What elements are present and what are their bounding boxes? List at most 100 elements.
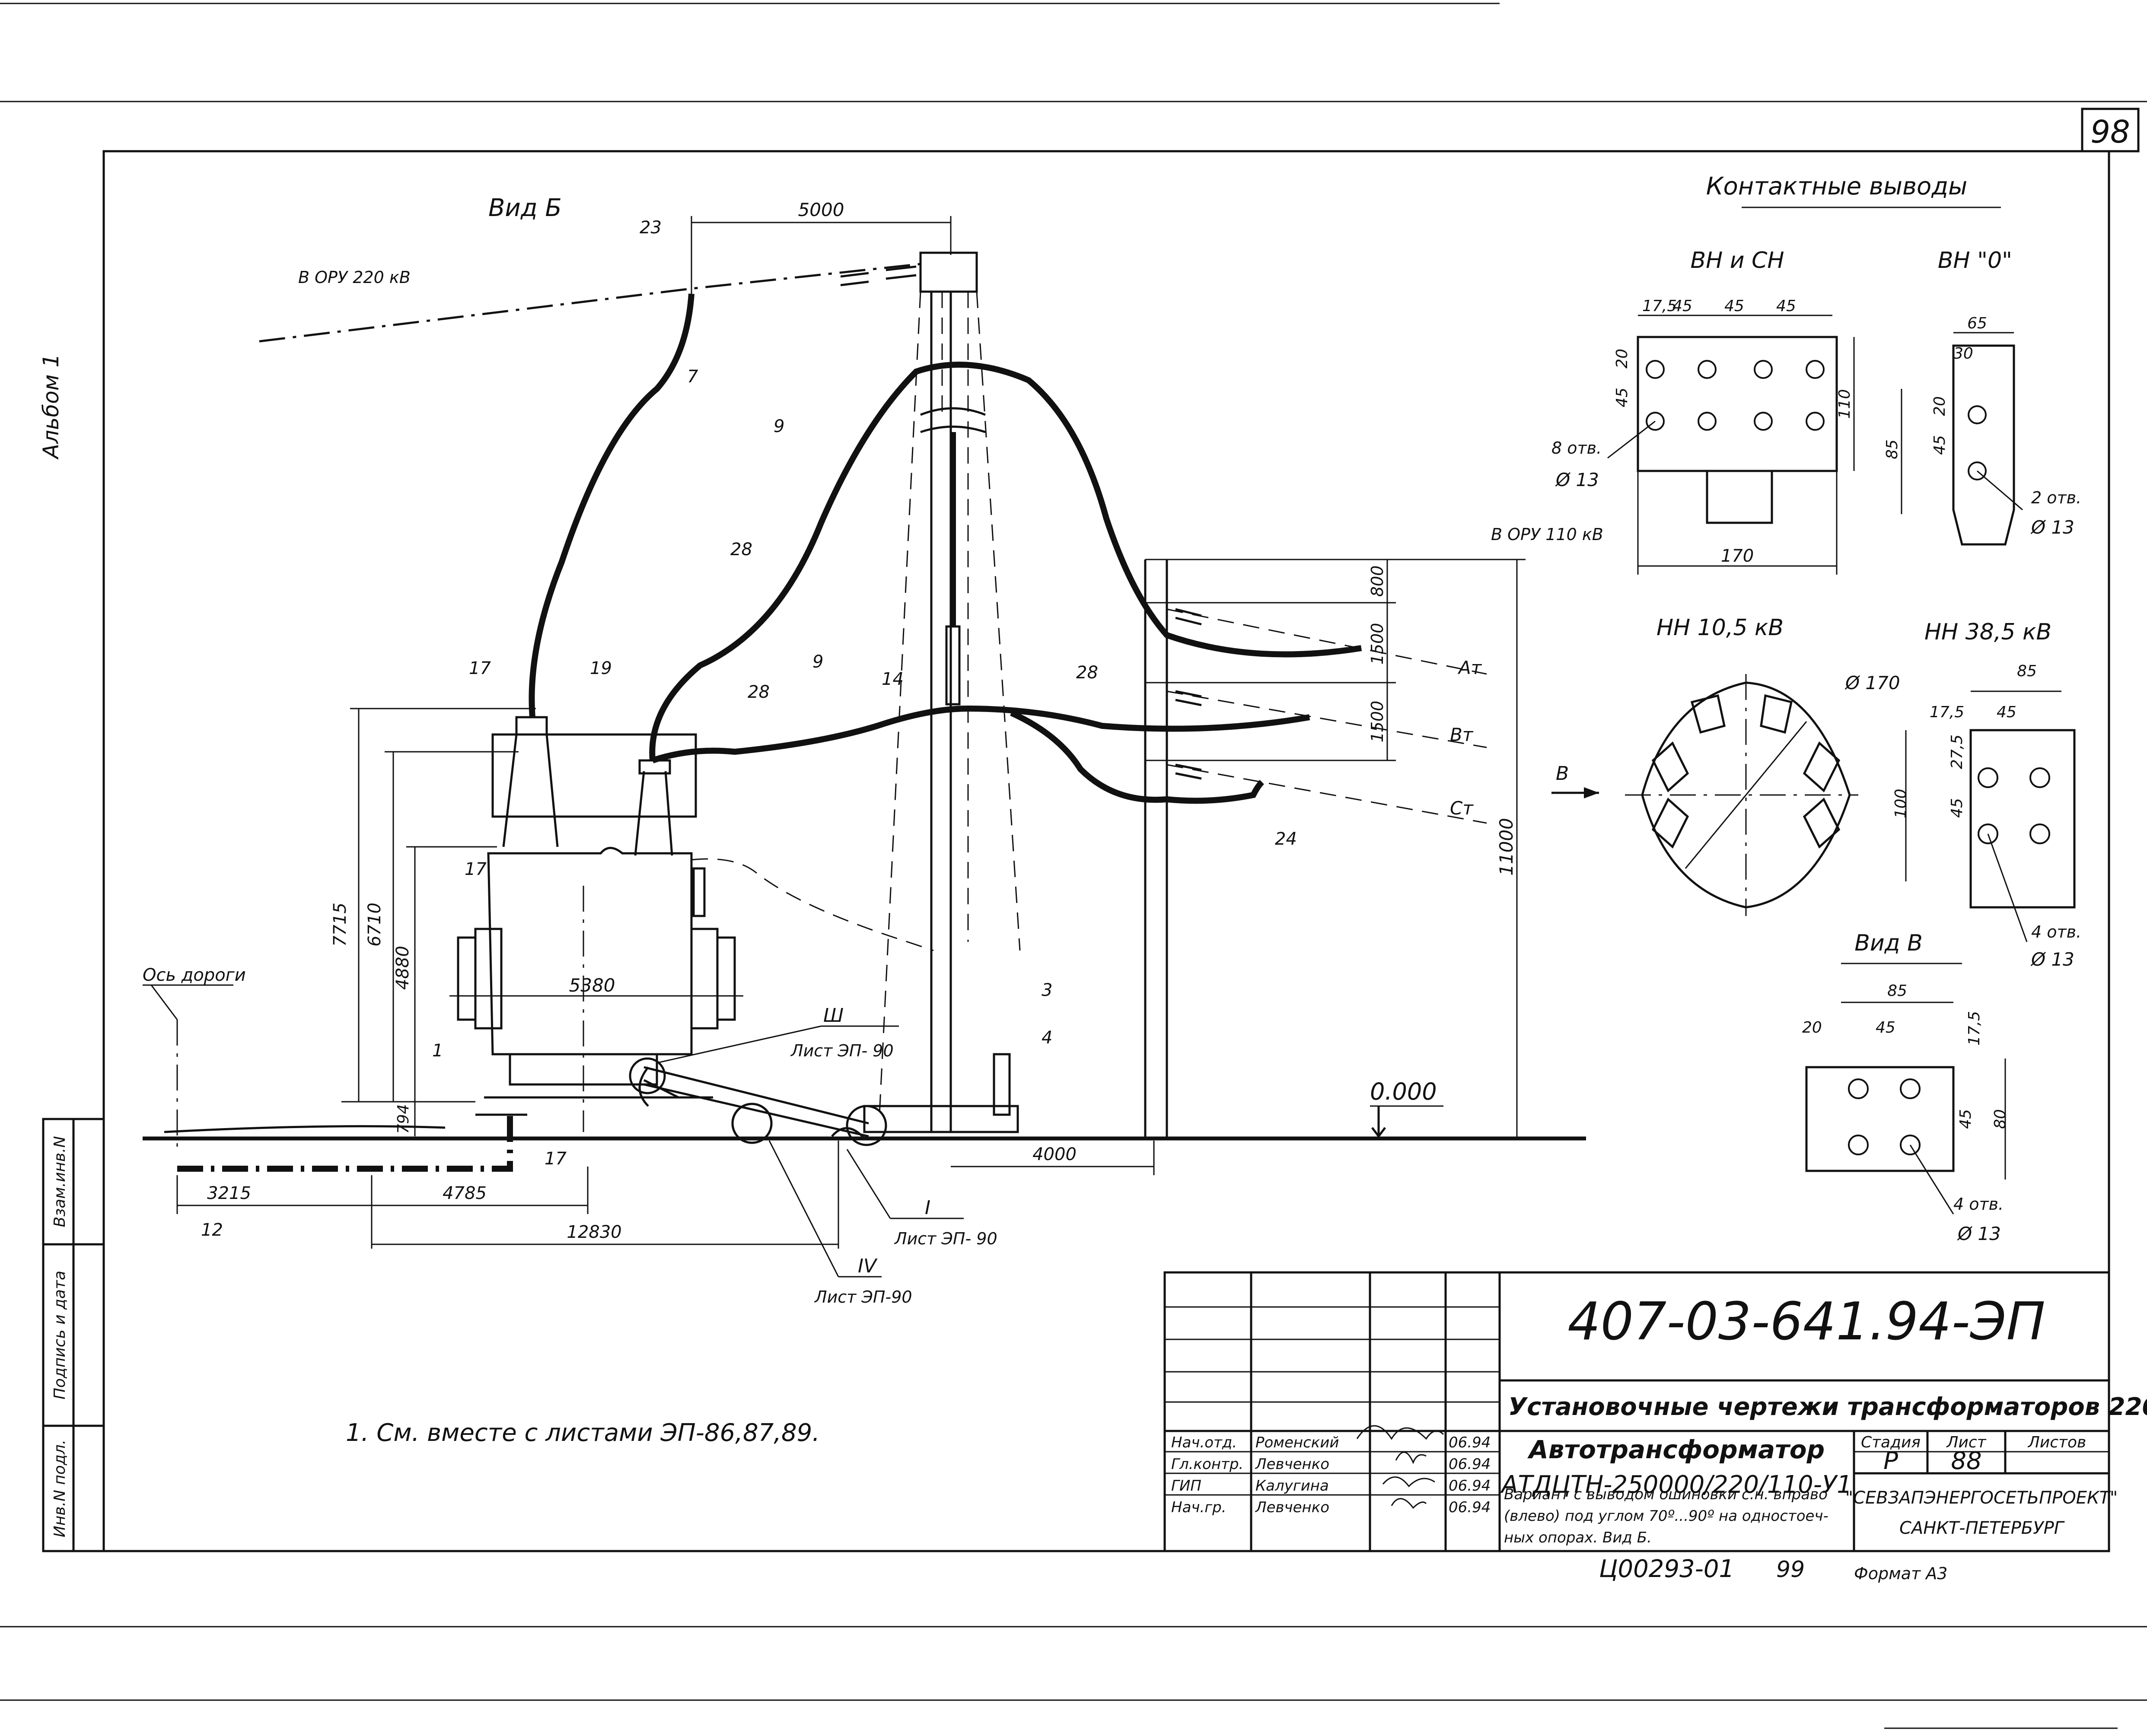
vn-sn-dim-7: 110 — [1836, 389, 1854, 419]
stamp-signature-date: Подпись и дата — [51, 1271, 69, 1399]
nn-105-title: НН 10,5 кВ — [1656, 615, 1784, 641]
dim-1500b-label: 1500 — [1368, 701, 1387, 743]
stage-header: Стадия — [1861, 1434, 1921, 1451]
vn-sn-title: ВН и СН — [1690, 248, 1784, 273]
view-v-arrow-head — [1584, 787, 1599, 798]
sig-name-2: Левченко — [1255, 1456, 1329, 1473]
sheet-number: 98 — [2090, 114, 2130, 150]
portal-mast — [863, 251, 1021, 1133]
sheet-value: 88 — [1951, 1447, 1981, 1475]
level-mark-label: 0.000 — [1370, 1078, 1437, 1105]
detail-circle-iv — [731, 1103, 773, 1144]
callout-i-mark: I — [925, 1197, 930, 1219]
item-title-2: АТДЦТН-250000/220/110-У1 — [1500, 1471, 1852, 1499]
oru-220-line — [259, 262, 925, 343]
side-stamp — [42, 1118, 105, 1552]
nn-105-dia: Ø 170 — [1844, 672, 1900, 693]
sheets-header: Листов — [2027, 1434, 2086, 1451]
view-v-hole-dia: Ø 13 — [1957, 1223, 2001, 1244]
vn-o-dim-4: 45 — [1931, 435, 1949, 455]
nn-385-terminal — [1905, 690, 2076, 909]
sig-role-4: Нач.гр. — [1171, 1499, 1226, 1516]
vn-sn-dim-2: 45 — [1672, 297, 1692, 315]
nn-385-dim-5: 45 — [1948, 798, 1966, 818]
nn-105-terminal — [1625, 674, 1858, 916]
vn-o-dim-3: 20 — [1931, 396, 1949, 416]
view-v-arrow-label: В — [1556, 763, 1569, 785]
pos-17a: 17 — [469, 658, 491, 678]
view-v-dim-6: 80 — [1991, 1109, 2009, 1129]
vn-sn-hole-dia: Ø 13 — [1555, 469, 1599, 490]
org-city: САНКТ-ПЕТЕРБУРГ — [1899, 1518, 2065, 1538]
rails — [164, 1057, 887, 1146]
nn-385-dim-2: 17,5 — [1930, 703, 1964, 721]
view-v-title: Вид В — [1854, 930, 1923, 956]
pos-23: 23 — [640, 218, 662, 238]
vn-sn-dim-3: 45 — [1724, 297, 1744, 315]
pos-4: 4 — [1042, 1028, 1052, 1048]
vn-sn-holes-note: 8 отв. — [1551, 439, 1602, 458]
pos-17c: 17 — [545, 1149, 567, 1169]
callout-iv-sheet: Лист ЭП-90 — [814, 1288, 912, 1307]
dim-3215-label: 3215 — [207, 1183, 251, 1203]
nn-385-dim-1: 85 — [2017, 662, 2037, 680]
view-v-hole-leader — [1909, 1145, 1954, 1215]
sig-role-3: ГИП — [1171, 1477, 1201, 1494]
busbars — [529, 293, 1362, 804]
phase-lines — [1166, 608, 1487, 824]
road-axis-leader-2 — [150, 985, 178, 1020]
view-b-label: Вид Б — [488, 194, 562, 222]
pos-3: 3 — [1042, 980, 1052, 1000]
vn-o-holes-note: 2 отв. — [2031, 488, 2081, 507]
pos-1: 1 — [432, 1041, 443, 1061]
vn-sn-dim-8: 170 — [1721, 546, 1754, 566]
vn-o-title: ВН "0" — [1938, 248, 2012, 273]
dim-5000-label: 5000 — [798, 199, 844, 220]
sig-date-2: 06.94 — [1449, 1456, 1491, 1473]
album-label: Альбом 1 — [38, 354, 64, 460]
view-v-dim-2: 20 — [1802, 1019, 1822, 1037]
handwritten-page: 99 — [1776, 1557, 1805, 1583]
vn-sn-terminal — [1637, 315, 1855, 575]
vn-sn-hole-leader — [1607, 420, 1656, 459]
pos-9a: 9 — [774, 417, 784, 436]
vn-o-dim-5: 85 — [1883, 439, 1901, 459]
pos-17b: 17 — [465, 859, 487, 879]
title-block-grid — [1163, 1271, 2110, 1552]
pos-12: 12 — [201, 1220, 223, 1240]
dim-12830-label: 12830 — [567, 1222, 621, 1242]
oru-110-label: В ОРУ 110 кВ — [1491, 525, 1603, 544]
vn-sn-dim-4: 45 — [1776, 297, 1796, 315]
sheet-frame — [0, 3, 2147, 1729]
sheet-header: Лист — [1946, 1434, 1986, 1451]
doc-code: 407-03-641.94-ЭП — [1567, 1292, 2045, 1352]
dim-5000 — [691, 216, 952, 294]
oru-110-portal — [1144, 559, 1526, 1139]
pos-28c: 28 — [1076, 663, 1098, 683]
dim-794-label: 794 — [395, 1104, 412, 1134]
sig-name-3: Калугина — [1255, 1477, 1329, 1494]
vn-o-dim-2: 30 — [1953, 345, 1973, 362]
dim-7715-label: 7715 — [330, 903, 350, 947]
sig-date-1: 06.94 — [1449, 1434, 1491, 1451]
callout-iii-sheet: Лист ЭП- 90 — [790, 1041, 894, 1060]
phase-at-label: Ат — [1457, 657, 1482, 678]
vn-o-hole-dia: Ø 13 — [2030, 517, 2074, 538]
nn-385-dim-4: 27,5 — [1948, 734, 1966, 769]
handwritten-signatures — [1356, 1425, 1444, 1509]
road-axis-label: Ось дороги — [143, 965, 246, 985]
description-line-2: (влево) под углом 70º...90º на одностоеч… — [1504, 1507, 1828, 1525]
general-note: 1. См. вместе с листами ЭП-86,87,89. — [346, 1419, 820, 1447]
vn-sn-dim-6: 45 — [1613, 388, 1631, 407]
callout-leaders — [656, 1025, 964, 1278]
handwritten-code: Ц00293-01 — [1599, 1555, 1734, 1583]
view-v-holes-note: 4 отв. — [1953, 1195, 2004, 1214]
pos-19: 19 — [590, 658, 612, 678]
oru-220-insulator — [840, 265, 917, 286]
pos-9b: 9 — [812, 652, 823, 672]
dim-4785-label: 4785 — [443, 1183, 487, 1203]
item-title-1: Автотрансформатор — [1527, 1435, 1825, 1464]
vn-o-terminal — [1901, 332, 2015, 546]
phase-bt-label: Вт — [1450, 724, 1474, 745]
